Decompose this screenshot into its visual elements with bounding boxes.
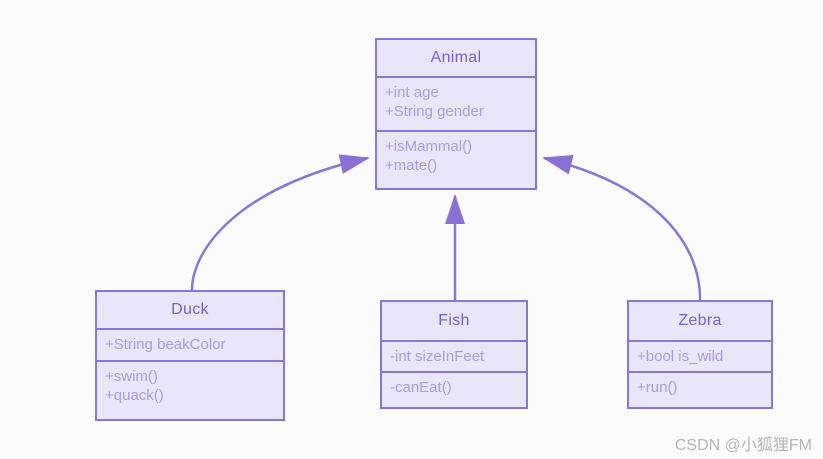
class-duck: Duck +String beakColor +swim() +quack() (95, 290, 285, 421)
class-animal-methods: +isMammal() +mate() (377, 130, 535, 188)
class-attribute: +int age (385, 84, 439, 101)
class-animal-attributes: +int age +String gender (377, 76, 535, 130)
class-duck-methods: +swim() +quack() (97, 360, 283, 419)
class-fish-title: Fish (438, 312, 470, 329)
class-attribute: +bool is_wild (637, 348, 724, 365)
class-fish: Fish -int sizeInFeet -canEat() (380, 300, 528, 409)
class-method: +run() (637, 379, 678, 396)
class-duck-title: Duck (171, 301, 209, 318)
class-zebra: Zebra +bool is_wild +run() (627, 300, 773, 409)
inheritance-arrow-zebra-animal (542, 154, 702, 301)
csdn-watermark: CSDN @小狐狸FM (674, 437, 812, 454)
class-method: -canEat() (390, 379, 452, 396)
inheritance-arrow-duck-animal (190, 154, 370, 291)
class-duck-attributes: +String beakColor (97, 328, 283, 360)
class-method: +isMammal() (385, 138, 473, 155)
class-method: +quack() (105, 387, 164, 404)
class-fish-methods: -canEat() (382, 371, 526, 407)
class-attribute: +String beakColor (105, 336, 226, 353)
class-zebra-title: Zebra (678, 312, 722, 329)
class-zebra-methods: +run() (629, 371, 771, 407)
class-method: +swim() (105, 368, 158, 385)
class-method: +mate() (385, 157, 438, 174)
class-animal: Animal +int age +String gender +isMammal… (375, 38, 537, 190)
class-attribute: -int sizeInFeet (390, 348, 485, 365)
class-fish-attributes: -int sizeInFeet (382, 340, 526, 371)
class-attribute: +String gender (385, 103, 484, 120)
class-animal-title: Animal (430, 49, 482, 66)
class-zebra-attributes: +bool is_wild (629, 340, 771, 371)
